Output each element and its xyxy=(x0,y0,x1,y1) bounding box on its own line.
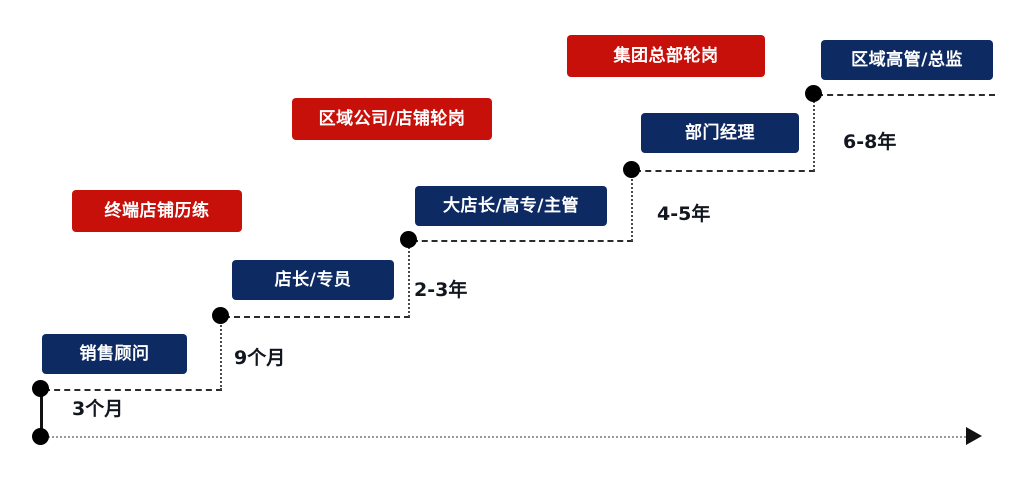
rotation-box-group-hq-rotation[interactable]: 集团总部轮岗 xyxy=(567,35,765,77)
connector-step4-horizontal xyxy=(635,170,815,172)
node-step-5 xyxy=(805,85,822,102)
position-label-regional-executive: 区域高管/总监 xyxy=(851,49,963,70)
connector-step4-vertical xyxy=(813,96,815,171)
connector-step1-horizontal xyxy=(44,389,222,391)
node-step-1 xyxy=(32,380,49,397)
node-origin xyxy=(32,428,49,445)
node-step-4 xyxy=(623,161,640,178)
position-label-store-manager: 店长/专员 xyxy=(274,269,352,290)
rotation-label-regional-company-rotation: 区域公司/店铺轮岗 xyxy=(318,108,466,129)
position-box-regional-executive[interactable]: 区域高管/总监 xyxy=(821,40,993,80)
node-step-2 xyxy=(212,307,229,324)
position-label-senior-store-manager: 大店长/高专/主管 xyxy=(443,195,579,216)
connector-step2-horizontal xyxy=(224,316,410,318)
rotation-box-terminal-store-training[interactable]: 终端店铺历练 xyxy=(72,190,242,232)
connector-step2-vertical xyxy=(408,242,410,317)
connector-step5-horizontal xyxy=(817,94,995,96)
position-box-sales-consultant[interactable]: 销售顾问 xyxy=(42,334,187,374)
connector-step3-horizontal xyxy=(412,240,633,242)
duration-label-4-5-years: 4-5年 xyxy=(657,203,711,225)
position-label-department-manager: 部门经理 xyxy=(685,122,755,143)
duration-label-9-months: 9个月 xyxy=(234,347,286,369)
connector-step1-vertical xyxy=(220,318,222,390)
position-label-sales-consultant: 销售顾问 xyxy=(79,343,150,364)
position-box-department-manager[interactable]: 部门经理 xyxy=(641,113,799,153)
position-box-store-manager[interactable]: 店长/专员 xyxy=(232,260,394,300)
rotation-label-group-hq-rotation: 集团总部轮岗 xyxy=(613,45,719,66)
node-step-3 xyxy=(400,231,417,248)
rotation-label-terminal-store-training: 终端店铺历练 xyxy=(104,200,210,221)
connector-step3-vertical xyxy=(631,172,633,241)
timeline-axis xyxy=(40,436,970,438)
duration-label-3-months: 3个月 xyxy=(72,398,124,420)
duration-label-2-3-years: 2-3年 xyxy=(414,279,468,301)
rotation-box-regional-company-rotation[interactable]: 区域公司/店铺轮岗 xyxy=(292,98,492,140)
timeline-axis-arrow-icon xyxy=(966,427,982,445)
duration-label-6-8-years: 6-8年 xyxy=(843,131,897,153)
connector-origin-vertical xyxy=(40,392,43,440)
position-box-senior-store-manager[interactable]: 大店长/高专/主管 xyxy=(415,186,607,226)
